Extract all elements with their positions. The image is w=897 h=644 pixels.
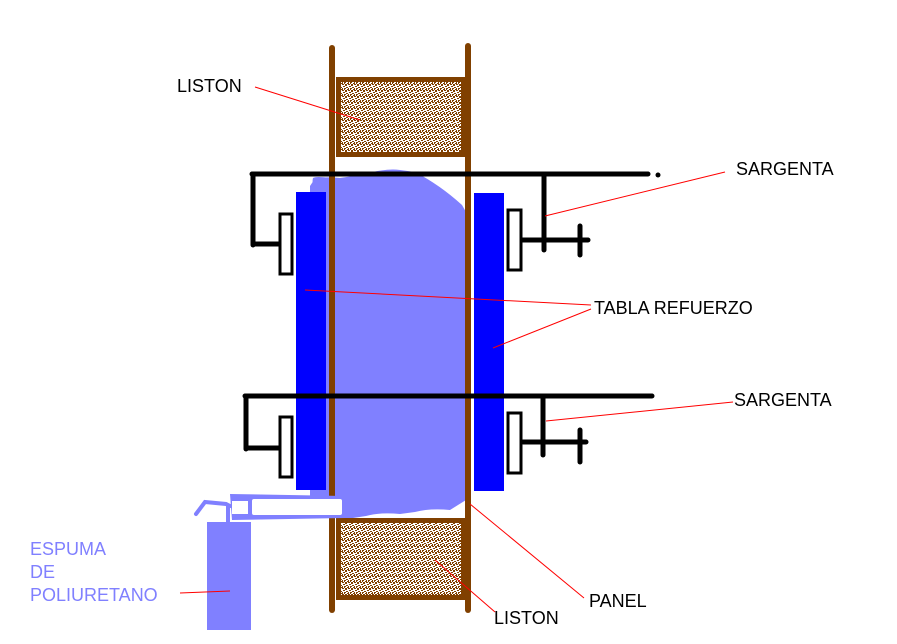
clamp-bottom [242, 393, 655, 479]
label-espuma-line2: DE [30, 562, 55, 582]
liston-bottom-grain [341, 523, 461, 595]
foam-top-blob [312, 177, 345, 188]
leader-tabla-right [492, 308, 592, 349]
label-espuma-line3: POLIURETANO [30, 585, 158, 605]
label-tabla-refuerzo: TABLA REFUERZO [594, 298, 753, 318]
label-liston-top: LISTON [177, 76, 242, 96]
polyurethane-foam [310, 169, 466, 521]
label-panel: PANEL [589, 591, 647, 611]
leader-panel [469, 503, 585, 599]
panel-left [329, 45, 335, 613]
leader-sargenta-top [544, 171, 726, 217]
leader-sargenta-bottom [545, 401, 734, 422]
leader-liston-bottom [434, 559, 496, 613]
label-liston-bottom: LISTON [494, 608, 559, 628]
reinforcement-board-left [296, 192, 326, 490]
reinforcement-board-right [474, 193, 504, 491]
label-sargenta-bottom: SARGENTA [734, 390, 832, 410]
panel-right [465, 43, 471, 613]
clamp-top [249, 171, 661, 276]
leader-espuma [179, 590, 231, 594]
leader-liston-top [254, 86, 361, 121]
foam-spray-can [194, 494, 345, 630]
liston-top-grain [341, 82, 461, 152]
label-sargenta-top: SARGENTA [736, 159, 834, 179]
label-espuma-line1: ESPUMA [30, 539, 106, 559]
leader-lines [179, 86, 734, 613]
leader-tabla-left [304, 289, 592, 306]
